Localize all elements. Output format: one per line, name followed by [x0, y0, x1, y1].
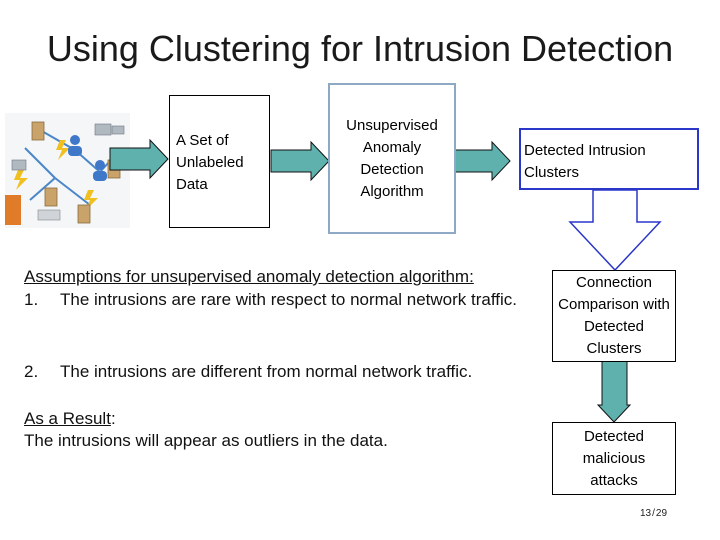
- page-number: 13/29: [640, 508, 667, 519]
- slide-title: Using Clustering for Intrusion Detection: [46, 28, 674, 69]
- page-total: 29: [655, 508, 668, 519]
- input-data-label: A Set of Unlabeled Data: [176, 132, 244, 193]
- page-separator: /: [652, 508, 655, 519]
- comparison-label: Connection Comparison with Detected Clus…: [558, 274, 670, 357]
- assumption-item-2: 2. The intrusions are different from nor…: [24, 361, 544, 383]
- result-label: Detected malicious attacks: [582, 427, 646, 489]
- arrow-down-icon: [596, 359, 632, 423]
- arrow-right-icon: [270, 140, 330, 182]
- arrow-down-icon: [568, 189, 662, 272]
- assumption-num: 2.: [24, 362, 39, 381]
- algorithm-box: Unsupervised Anomaly Detection Algorithm: [328, 83, 456, 234]
- detected-clusters-box: Detected Intrusion Clusters: [519, 128, 699, 190]
- assumption-num: 1.: [24, 290, 39, 309]
- input-data-box: A Set of Unlabeled Data: [169, 95, 270, 228]
- comparison-box: Connection Comparison with Detected Clus…: [552, 270, 676, 362]
- result-heading-colon: :: [110, 409, 116, 428]
- assumptions-heading: Assumptions for unsupervised anomaly det…: [24, 267, 474, 286]
- assumption-text: The intrusions are different from normal…: [60, 362, 473, 381]
- page-current: 13: [640, 508, 652, 519]
- result-box: Detected malicious attacks: [552, 422, 676, 495]
- result-heading: As a Result:: [24, 408, 444, 430]
- algorithm-label: Unsupervised Anomaly Detection Algorithm: [346, 116, 438, 200]
- result-heading-label: As a Result: [24, 409, 111, 428]
- arrow-right-icon: [109, 138, 169, 180]
- result-text: The intrusions will appear as outliers i…: [24, 431, 388, 450]
- network-diagram-image: [5, 113, 130, 228]
- detected-clusters-label: Detected Intrusion Clusters: [524, 142, 646, 181]
- assumption-item-1: 1. The intrusions are rare with respect …: [24, 289, 524, 311]
- assumption-text: The intrusions are rare with respect to …: [60, 290, 517, 309]
